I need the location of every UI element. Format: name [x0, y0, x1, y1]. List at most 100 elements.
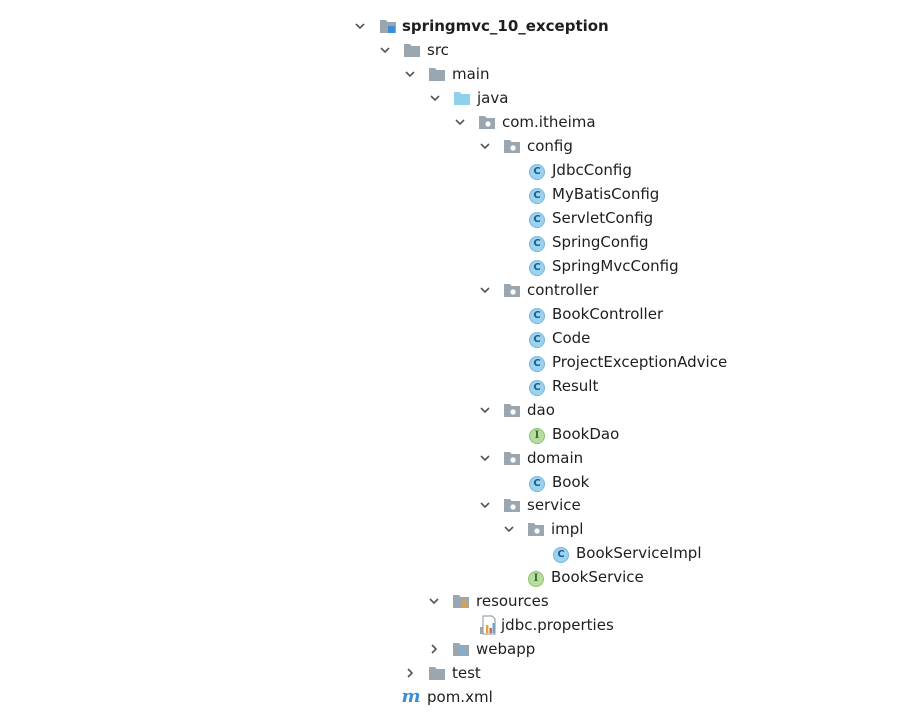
package-folder-icon — [503, 278, 521, 302]
tree-node-label: service — [527, 496, 581, 514]
tree-node-label: BookService — [551, 568, 644, 586]
tree-node-test[interactable]: test — [0, 661, 897, 685]
tree-node-impl[interactable]: impl — [0, 517, 897, 541]
tree-node-label: src — [427, 41, 449, 59]
chevron-down-icon[interactable] — [478, 398, 492, 422]
source-root-folder-icon — [453, 86, 471, 110]
tree-node-label: java — [477, 89, 509, 107]
chevron-down-icon[interactable] — [478, 278, 492, 302]
tree-node-resources[interactable]: resources — [0, 589, 897, 613]
tree-node-label: test — [452, 664, 481, 682]
tree-node-root[interactable]: springmvc_10_exception — [0, 14, 897, 38]
chevron-down-icon[interactable] — [478, 493, 492, 517]
web-folder-icon — [452, 637, 470, 661]
package-folder-icon — [503, 134, 521, 158]
tree-node-class[interactable]: C ProjectExceptionAdvice — [0, 350, 897, 374]
tree-node-label: JdbcConfig — [552, 161, 632, 179]
tree-node-main[interactable]: main — [0, 62, 897, 86]
tree-node-label: SpringMvcConfig — [552, 257, 679, 275]
class-icon: C — [528, 470, 546, 494]
tree-node-service[interactable]: service — [0, 493, 897, 517]
tree-node-label: BookServiceImpl — [576, 544, 702, 562]
tree-node-src[interactable]: src — [0, 38, 897, 62]
chevron-right-icon[interactable] — [427, 637, 441, 661]
tree-node-java[interactable]: java — [0, 86, 897, 110]
chevron-right-icon[interactable] — [403, 661, 417, 685]
chevron-down-icon[interactable] — [427, 589, 441, 613]
tree-node-class[interactable]: C Book — [0, 470, 897, 494]
tree-node-label: com.itheima — [502, 113, 596, 131]
tree-node-controller[interactable]: controller — [0, 278, 897, 302]
chevron-down-icon[interactable] — [478, 134, 492, 158]
tree-node-label: Result — [552, 377, 599, 395]
tree-node-class[interactable]: C SpringMvcConfig — [0, 254, 897, 278]
class-icon: C — [552, 541, 570, 565]
tree-node-label: BookDao — [552, 425, 620, 443]
tree-node-class[interactable]: C BookController — [0, 302, 897, 326]
chevron-down-icon[interactable] — [502, 517, 516, 541]
resources-folder-icon — [452, 589, 470, 613]
tree-node-file[interactable]: jdbc.properties — [0, 613, 897, 637]
class-icon: C — [528, 254, 546, 278]
tree-node-pom[interactable]: m pom.xml — [0, 685, 897, 709]
tree-node-label: springmvc_10_exception — [402, 17, 609, 35]
properties-file-icon — [479, 613, 497, 637]
tree-node-label: impl — [551, 520, 584, 538]
tree-node-domain[interactable]: domain — [0, 446, 897, 470]
package-folder-icon — [503, 398, 521, 422]
tree-node-label: Book — [552, 473, 590, 491]
tree-node-package[interactable]: com.itheima — [0, 110, 897, 134]
class-icon: C — [528, 350, 546, 374]
module-folder-icon — [379, 14, 397, 38]
tree-node-label: SpringConfig — [552, 233, 649, 251]
tree-node-label: resources — [476, 592, 549, 610]
class-icon: C — [528, 158, 546, 182]
package-folder-icon — [503, 446, 521, 470]
chevron-down-icon[interactable] — [428, 86, 442, 110]
package-folder-icon — [478, 110, 496, 134]
tree-node-label: pom.xml — [427, 688, 493, 706]
tree-node-label: ProjectExceptionAdvice — [552, 353, 728, 371]
class-icon: C — [528, 182, 546, 206]
tree-node-label: controller — [527, 281, 599, 299]
chevron-down-icon[interactable] — [403, 62, 417, 86]
class-icon: C — [528, 374, 546, 398]
interface-icon: I — [528, 422, 546, 446]
chevron-down-icon[interactable] — [478, 446, 492, 470]
folder-icon — [403, 38, 421, 62]
tree-node-class[interactable]: C Code — [0, 326, 897, 350]
tree-node-dao[interactable]: dao — [0, 398, 897, 422]
tree-node-label: ServletConfig — [552, 209, 654, 227]
tree-node-label: main — [452, 65, 490, 83]
package-folder-icon — [503, 493, 521, 517]
chevron-down-icon[interactable] — [453, 110, 467, 134]
tree-node-label: Code — [552, 329, 591, 347]
tree-node-label: config — [527, 137, 573, 155]
tree-node-config[interactable]: config — [0, 134, 897, 158]
chevron-down-icon[interactable] — [378, 38, 392, 62]
tree-node-class[interactable]: C Result — [0, 374, 897, 398]
class-icon: C — [528, 206, 546, 230]
folder-icon — [428, 62, 446, 86]
class-icon: C — [528, 326, 546, 350]
tree-node-class[interactable]: C ServletConfig — [0, 206, 897, 230]
tree-node-label: BookController — [552, 305, 664, 323]
package-folder-icon — [527, 517, 545, 541]
tree-node-class[interactable]: C BookServiceImpl — [0, 541, 897, 565]
tree-node-webapp[interactable]: webapp — [0, 637, 897, 661]
tree-node-label: dao — [527, 401, 555, 419]
tree-node-interface[interactable]: I BookService — [0, 565, 897, 589]
interface-icon: I — [527, 565, 545, 589]
folder-icon — [428, 661, 446, 685]
tree-node-class[interactable]: C MyBatisConfig — [0, 182, 897, 206]
tree-node-label: jdbc.properties — [501, 616, 614, 634]
tree-node-interface[interactable]: I BookDao — [0, 422, 897, 446]
tree-node-label: MyBatisConfig — [552, 185, 660, 203]
class-icon: C — [528, 230, 546, 254]
chevron-down-icon[interactable] — [353, 14, 367, 38]
tree-node-class[interactable]: C JdbcConfig — [0, 158, 897, 182]
maven-icon: m — [401, 686, 421, 707]
class-icon: C — [528, 302, 546, 326]
tree-node-class[interactable]: C SpringConfig — [0, 230, 897, 254]
